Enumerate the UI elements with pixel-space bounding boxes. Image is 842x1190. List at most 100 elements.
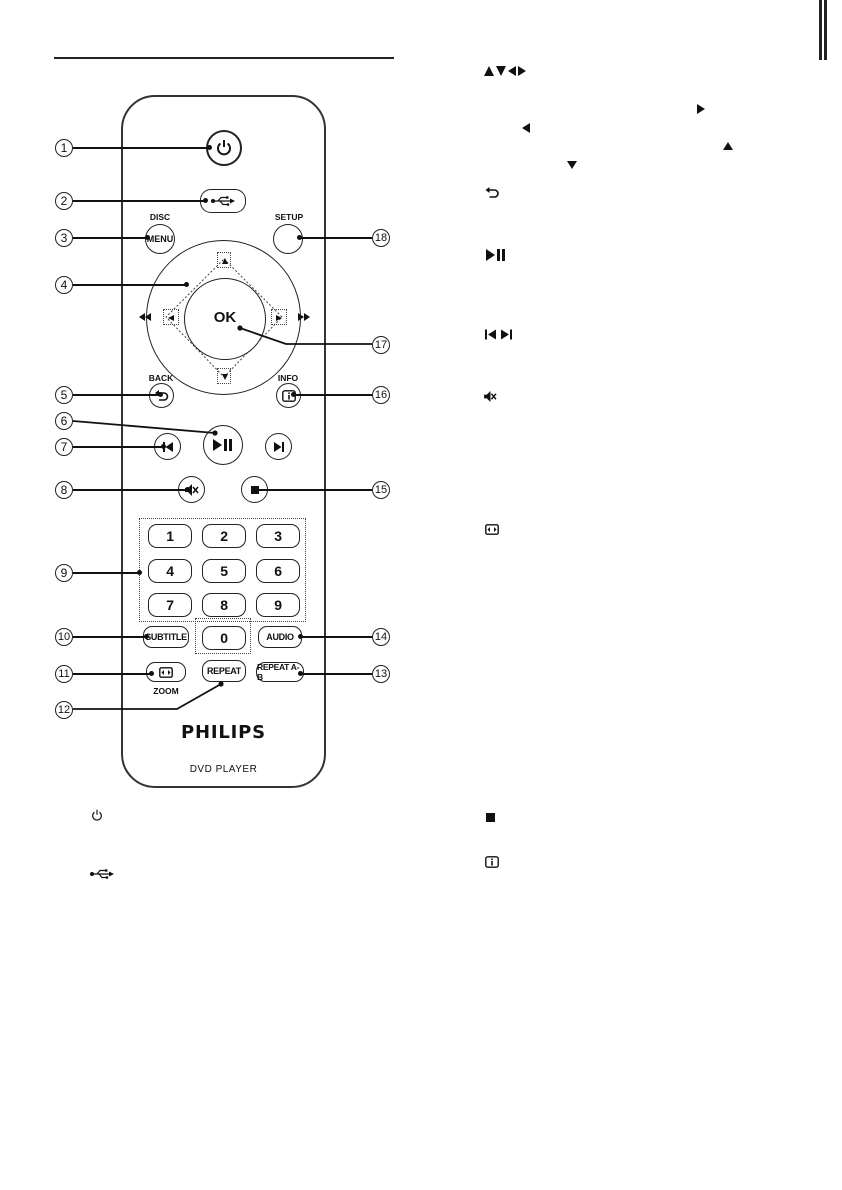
down-arrow-icon (222, 374, 228, 380)
key-2[interactable]: 2 (202, 524, 246, 548)
disc-label: DISC (149, 212, 171, 222)
leader-line (73, 446, 164, 448)
play-pause-icon (213, 439, 232, 451)
key-6[interactable]: 6 (256, 559, 300, 583)
margin-bar (819, 0, 822, 60)
key-4[interactable]: 4 (148, 559, 192, 583)
power-icon (217, 140, 231, 156)
zoom-button[interactable] (146, 662, 186, 682)
repeat-ab-button[interactable]: REPEAT A-B (256, 662, 304, 682)
arrow-keys-icon (484, 66, 526, 76)
next-button[interactable] (265, 433, 292, 460)
setup-label: SETUP (274, 212, 304, 222)
leader-dot (207, 145, 212, 150)
key-7[interactable]: 7 (148, 593, 192, 617)
mute-icon (484, 391, 497, 402)
info-button[interactable] (276, 383, 301, 408)
next-icon (273, 441, 284, 452)
right-arrow-icon (697, 104, 705, 114)
leader-line (293, 394, 372, 396)
nav-left-button[interactable] (163, 309, 179, 325)
zero-dotted-frame (195, 618, 251, 654)
leader-dot (145, 235, 150, 240)
leader-line (73, 636, 147, 638)
callout-16: 16 (372, 386, 390, 404)
disc-menu-button[interactable]: MENU (145, 224, 175, 254)
ok-button[interactable]: OK (184, 278, 266, 360)
callout-12: 12 (55, 701, 73, 719)
leader-dot (137, 570, 142, 575)
skip-icon (485, 329, 512, 340)
model-label: DVD PLAYER (189, 764, 258, 775)
callout-3: 3 (55, 229, 73, 247)
nav-down-button[interactable] (217, 368, 231, 384)
leader-line (237, 325, 372, 345)
leader-line (300, 673, 372, 675)
leader-line (73, 572, 140, 574)
leader-line (73, 673, 152, 675)
callout-6: 6 (55, 412, 73, 430)
zoom-icon (485, 524, 499, 535)
leader-line (73, 200, 206, 202)
power-icon (92, 809, 102, 821)
zoom-icon (159, 666, 173, 678)
header-rule (54, 57, 394, 59)
audio-button[interactable]: AUDIO (258, 626, 302, 648)
key-5[interactable]: 5 (202, 559, 246, 583)
disc-menu-label: MENU (146, 234, 174, 244)
fast-forward-icon (298, 313, 310, 321)
rewind-icon (139, 313, 151, 321)
leader-line (73, 394, 161, 396)
leader-dot (203, 198, 208, 203)
leader-dot (144, 634, 149, 639)
leader-dot (158, 392, 163, 397)
leader-line (73, 237, 148, 239)
leader-line (300, 636, 372, 638)
info-label: INFO (277, 373, 299, 383)
up-arrow-icon (723, 142, 733, 150)
key-8[interactable]: 8 (202, 593, 246, 617)
play-pause-icon (486, 249, 505, 261)
callout-7: 7 (55, 438, 73, 456)
leader-dot (185, 487, 190, 492)
key-0[interactable]: 0 (202, 626, 246, 650)
key-3[interactable]: 3 (256, 524, 300, 548)
leader-line (72, 420, 218, 436)
leader-dot (161, 444, 166, 449)
leader-line (256, 489, 372, 491)
leader-line (299, 237, 372, 239)
leader-dot (184, 282, 189, 287)
leader-dot (254, 487, 259, 492)
callout-4: 4 (55, 276, 73, 294)
key-9[interactable]: 9 (256, 593, 300, 617)
leader-line (73, 489, 188, 491)
leader-line (73, 681, 224, 710)
repeat-button[interactable]: REPEAT (202, 660, 246, 682)
callout-5: 5 (55, 386, 73, 404)
leader-line (73, 284, 187, 286)
leader-dot (298, 634, 303, 639)
right-arrow-icon (276, 315, 282, 321)
callout-9: 9 (55, 564, 73, 582)
callout-11: 11 (55, 665, 73, 683)
callout-13: 13 (372, 665, 390, 683)
zoom-label: ZOOM (153, 686, 179, 696)
up-arrow-icon (222, 258, 228, 264)
stop-icon (486, 813, 495, 822)
callout-1: 1 (55, 139, 73, 157)
down-arrow-icon (567, 161, 577, 169)
callout-14: 14 (372, 628, 390, 646)
nav-right-button[interactable] (271, 309, 287, 325)
key-1[interactable]: 1 (148, 524, 192, 548)
usb-icon (90, 869, 114, 879)
callout-10: 10 (55, 628, 73, 646)
back-arrow-icon (485, 187, 499, 198)
leader-dot (291, 392, 296, 397)
nav-up-button[interactable] (217, 252, 231, 268)
subtitle-button[interactable]: SUBTITLE (143, 626, 189, 648)
leader-dot (149, 671, 154, 676)
left-arrow-icon (168, 315, 174, 321)
leader-dot (297, 235, 302, 240)
back-label: BACK (148, 373, 174, 383)
brand-logo: PHILIPS (181, 722, 266, 743)
